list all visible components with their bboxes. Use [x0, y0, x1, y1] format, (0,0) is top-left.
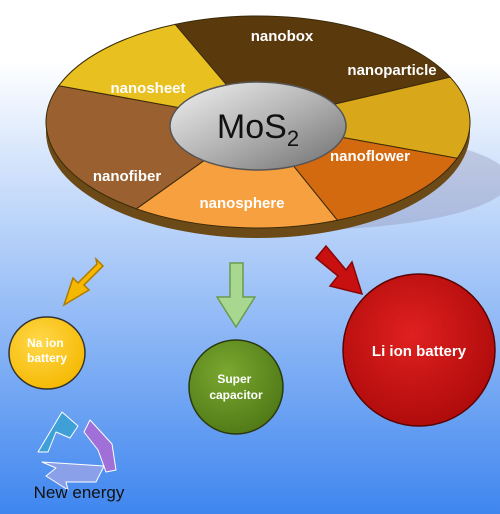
- segment-label-nanobox: nanobox: [251, 28, 314, 45]
- segment-label-nanoparticle: nanoparticle: [347, 62, 436, 79]
- li-ion-battery-circle: [342, 273, 496, 427]
- super-capacitor-line-2: capacitor: [209, 388, 263, 402]
- center-label-subscript: 2: [287, 126, 299, 151]
- recycle-icon: [37, 411, 117, 491]
- center-label-base: MoS: [217, 108, 287, 146]
- segment-nanosphere: [135, 121, 339, 229]
- segment-labels: nanobox nanoparticle nanoflower nanosphe…: [93, 28, 437, 212]
- na-ion-battery-circle: [8, 316, 86, 390]
- hub: [169, 81, 347, 171]
- na-ion-line-1: Na ion: [27, 336, 64, 350]
- segment-label-nanosphere: nanosphere: [199, 195, 284, 212]
- segment-label-nanofiber: nanofiber: [93, 168, 161, 185]
- new-energy-label: New energy: [34, 483, 125, 502]
- na-ion-battery-label: Na ion battery: [27, 336, 67, 365]
- arrow-to-li-ion: [314, 244, 364, 296]
- recycle-arrow-blue: [37, 411, 79, 453]
- center-label: MoS2: [217, 108, 299, 151]
- recycle-arrow-violet-bottom: [41, 461, 105, 491]
- arrow-to-na-ion: [62, 256, 105, 307]
- recycle-arrow-violet-right: [83, 419, 117, 473]
- na-ion-line-2: battery: [27, 351, 67, 365]
- li-ion-battery-label: Li ion battery: [372, 343, 467, 360]
- super-capacitor-circle: [188, 339, 284, 435]
- arrow-to-super-capacitor: [215, 262, 257, 329]
- super-capacitor-line-1: Super: [217, 372, 251, 386]
- segment-label-nanosheet: nanosheet: [110, 80, 185, 97]
- super-capacitor-label: Super capacitor: [209, 372, 263, 402]
- segment-nanoparticle: [257, 76, 471, 159]
- segment-label-nanoflower: nanoflower: [330, 148, 410, 165]
